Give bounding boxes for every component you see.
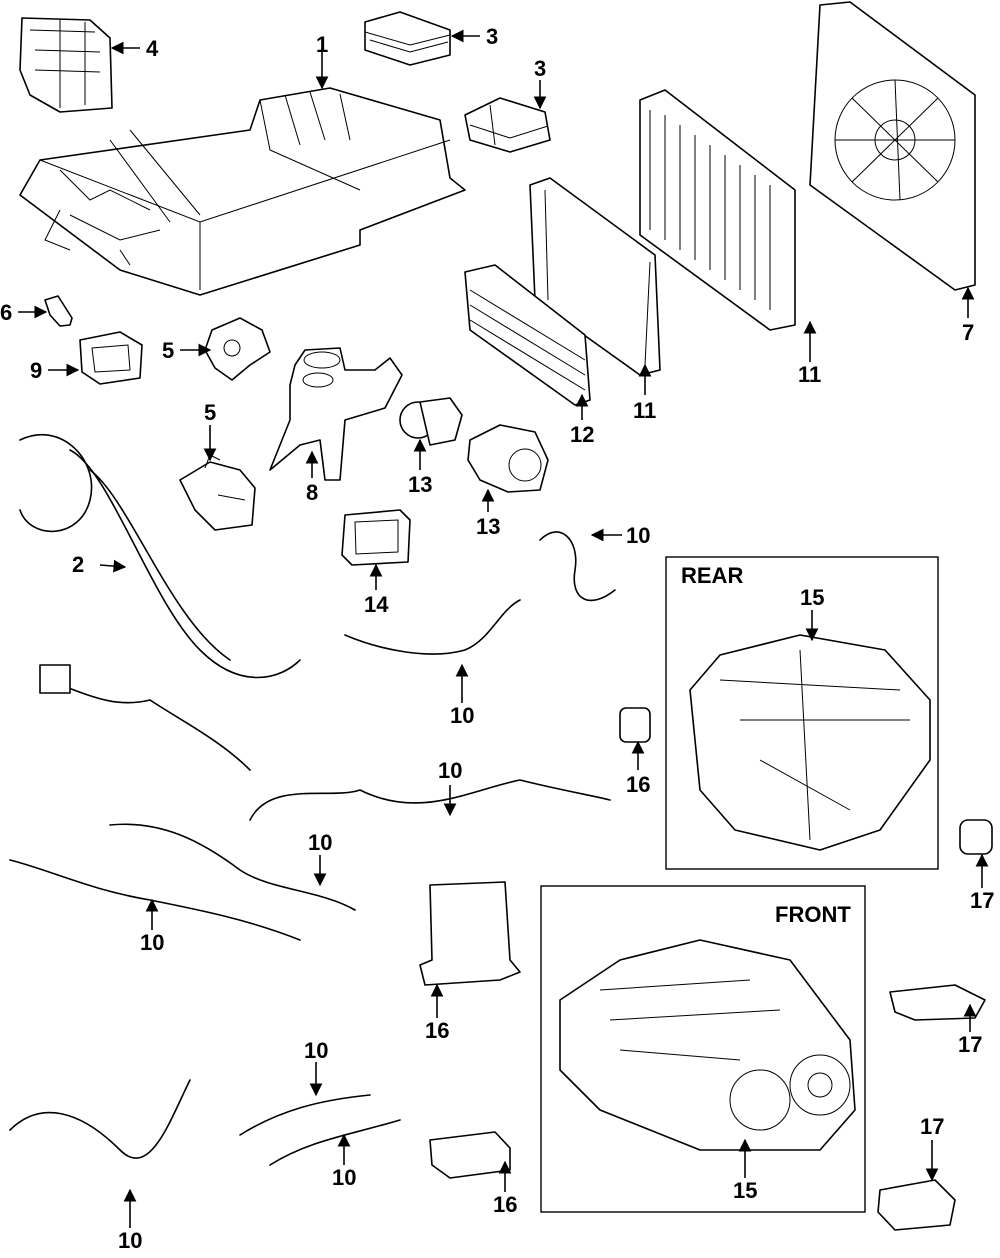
callout-4: 4 <box>146 36 159 61</box>
callout-3-top: 3 <box>486 24 498 49</box>
callout-10-e: 10 <box>140 930 164 955</box>
callout-10-c: 10 <box>438 758 462 783</box>
control-unit[interactable] <box>79 331 143 385</box>
callout-11-right: 11 <box>798 362 821 387</box>
battery-pack[interactable] <box>19 87 466 296</box>
callout-2: 2 <box>72 552 84 577</box>
callout-15-front: 15 <box>733 1178 757 1203</box>
callout-13-upper: 13 <box>408 472 432 497</box>
hose-middle[interactable] <box>344 599 521 655</box>
fan-shroud[interactable] <box>809 1 976 291</box>
hose-bottom-left[interactable] <box>9 1079 191 1159</box>
front-group: FRONT <box>540 885 866 1213</box>
hose-upper-right[interactable] <box>539 531 616 602</box>
charger-module[interactable] <box>464 97 551 153</box>
bushing-right[interactable] <box>959 819 993 855</box>
callout-9: 9 <box>30 358 42 383</box>
charger-module-top[interactable] <box>364 11 451 66</box>
hose-bottom-center[interactable] <box>239 1094 401 1166</box>
callout-5-upper: 5 <box>162 338 174 363</box>
callout-10-h: 10 <box>118 1228 142 1253</box>
callout-10-f: 10 <box>304 1038 328 1063</box>
callout-15-rear: 15 <box>800 585 824 610</box>
radiator-large[interactable] <box>639 89 796 331</box>
mount-bracket-right[interactable] <box>889 984 986 1021</box>
callout-16-c: 16 <box>493 1192 517 1217</box>
battery-control-module[interactable] <box>19 17 113 113</box>
callout-10-d: 10 <box>308 830 332 855</box>
sensor[interactable] <box>44 295 73 327</box>
callout-numbers: 1 3 4 3 5 5 6 9 8 7 11 11 12 13 13 14 10… <box>0 24 994 1253</box>
coolant-reservoir[interactable] <box>269 347 403 481</box>
air-shutter[interactable] <box>464 264 591 406</box>
hose-long[interactable] <box>249 779 611 821</box>
callout-8: 8 <box>306 480 318 505</box>
callout-17-b: 17 <box>958 1032 982 1057</box>
callout-10-a: 10 <box>626 523 650 548</box>
motor-mount-center[interactable] <box>419 881 521 986</box>
callout-12: 12 <box>570 422 594 447</box>
water-pump-upper[interactable] <box>399 397 463 446</box>
callout-11: 11 <box>633 398 656 423</box>
hose-lower-left-pair[interactable] <box>9 823 356 941</box>
callout-10-b: 10 <box>450 703 474 728</box>
water-pump-lower[interactable] <box>467 424 549 493</box>
leader-lines <box>18 29 989 1228</box>
callout-14: 14 <box>364 592 389 617</box>
wiring-harness[interactable] <box>19 433 301 771</box>
rear-title: REAR <box>681 563 743 588</box>
mount-bushing[interactable] <box>619 707 651 743</box>
callout-16-b: 16 <box>425 1018 449 1043</box>
callout-17-c: 17 <box>920 1114 944 1139</box>
electronic-module[interactable] <box>341 509 411 566</box>
mount-bottom-right[interactable] <box>877 1179 956 1231</box>
motor-mount-lower[interactable] <box>429 1131 511 1179</box>
callout-1: 1 <box>316 32 328 57</box>
callout-13-lower: 13 <box>476 514 500 539</box>
callout-17-a: 17 <box>970 888 994 913</box>
callout-5-lower: 5 <box>204 400 216 425</box>
rear-group: REAR <box>665 556 939 870</box>
coolant-valve-upper[interactable] <box>204 317 271 381</box>
callout-10-g: 10 <box>332 1165 356 1190</box>
callout-3: 3 <box>534 56 546 81</box>
callout-6: 6 <box>0 300 12 325</box>
callout-16-a: 16 <box>626 772 650 797</box>
coolant-valve-lower[interactable] <box>179 454 256 531</box>
callout-7: 7 <box>962 320 974 345</box>
front-title: FRONT <box>775 902 851 927</box>
